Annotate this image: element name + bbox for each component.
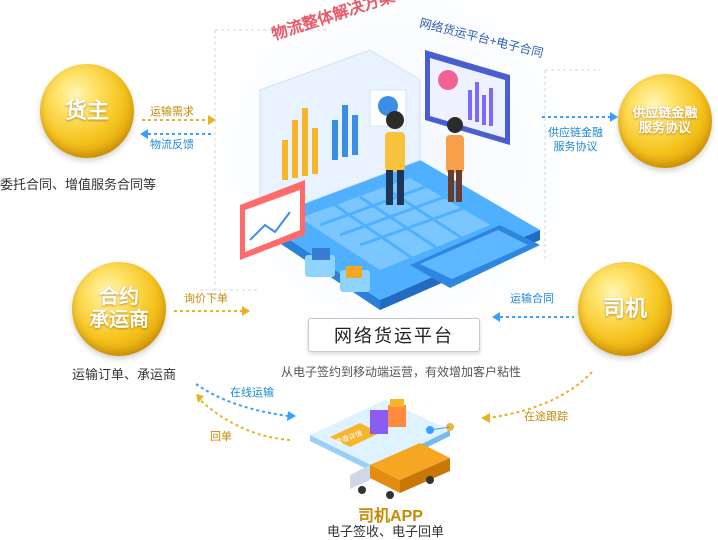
carrier-arrow <box>174 306 250 316</box>
shipper-caption: 委托合同、增值服务合同等 <box>0 177 157 192</box>
tracking-label: 在途跟踪 <box>524 411 568 423</box>
driver-coin: 司机 <box>578 262 672 356</box>
supply-chain-name-line1: 供应链金融 <box>632 105 698 121</box>
supply-chain-name-line2: 服务协议 <box>638 120 691 135</box>
carrier-name-line1: 合约 <box>99 286 139 308</box>
supply-chain-arrow-label: 供应链金融 服务协议 <box>548 126 603 154</box>
app-online-label: 在线运输 <box>230 387 274 399</box>
driver-app-illustration <box>310 399 454 499</box>
shipper-arrow-out-label: 运输需求 <box>150 106 194 118</box>
platform-label: 网络货运平台 <box>308 318 480 352</box>
platform-description: 从电子签约到移动端运营，有效增加客户粘性 <box>281 365 522 379</box>
supply-chain-arrow-label-line1: 供应链金融 <box>548 127 603 139</box>
shipper-arrow-in-label: 物流反馈 <box>150 139 194 151</box>
carrier-name-line2: 承运商 <box>89 309 149 331</box>
carrier-arrow-label: 询价下单 <box>184 293 228 305</box>
carrier-coin: 合约 承运商 <box>72 262 166 356</box>
supply-chain-arrow-label-line2: 服务协议 <box>553 141 598 153</box>
shipper-arrows <box>140 115 216 139</box>
supply-chain-coin: 供应链金融 服务协议 <box>618 74 712 168</box>
supply-chain-arrow <box>542 112 618 122</box>
laptop-illustration <box>240 49 540 310</box>
app-title: 司机APP <box>358 508 423 525</box>
app-arrows <box>195 383 296 441</box>
app-return-label: 回单 <box>210 431 232 443</box>
carrier-caption: 运输订单、承运商 <box>72 367 177 382</box>
driver-name: 司机 <box>602 296 647 322</box>
tracking-arrow <box>481 371 593 423</box>
driver-arrow <box>492 312 574 322</box>
shipper-name: 货主 <box>64 98 109 124</box>
app-caption: 电子签收、电子回单 <box>327 524 445 539</box>
shipper-coin: 货主 <box>40 64 134 158</box>
driver-arrow-label: 运输合同 <box>510 293 554 305</box>
